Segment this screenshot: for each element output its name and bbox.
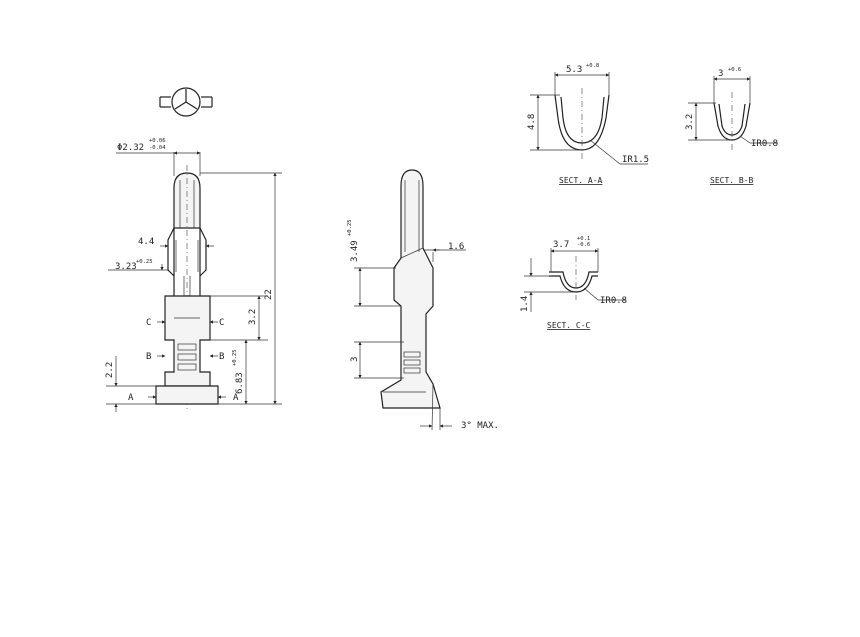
dim-3: 3 [350,357,360,362]
dim-6-83: 6.83 [235,372,245,394]
dim-3-49-tol: +0.25 [347,219,353,236]
dim-3-2: 3.2 [248,309,258,325]
dim-2-2: 2.2 [105,362,115,378]
cut-c-left: C [146,318,151,328]
cut-a-left: A [128,393,134,403]
dim-4-4: 4.4 [138,237,154,247]
cut-c-right: C [219,318,224,328]
section-a-a: 5.3 +0.8 4.8 IR1.5 SECT. A-A [527,63,649,185]
sect-cc-width: 3.7 [553,240,569,250]
dim-3-23-tol: +0.25 [136,259,153,265]
dim-22: 22 [264,289,274,300]
sect-bb-height: 3.2 [685,114,695,130]
sect-cc-title: SECT. C-C [547,321,591,330]
section-b-b: 3 +0.6 3.2 IR0.8 SECT. B-B [685,67,778,185]
sect-cc-height: 1.4 [520,296,530,312]
dim-6-83-tol: +0.25 [232,349,238,366]
side-view: 3.49 +0.25 1.6 3 3° MAX. [347,169,499,431]
sect-aa-radius: IR1.5 [622,155,649,165]
sect-aa-width: 5.3 [566,65,582,75]
sect-bb-width-tol: +0.6 [728,67,741,73]
diameter-tol-upper: +0.06 [149,138,166,144]
section-c-c: 3.7 +0.1 -0.6 1.4 IR0.8 SECT. C-C [520,236,627,330]
cut-b-right: B [219,352,224,362]
dim-3-23: 3.23 [115,262,137,272]
sect-bb-radius: IR0.8 [751,139,778,149]
diameter-tol-lower: -0.04 [149,145,166,151]
diameter-label: Φ2.32 [117,143,144,153]
angle-label: 3° MAX. [461,421,499,431]
cut-a-right: A [233,393,239,403]
sect-aa-title: SECT. A-A [559,176,603,185]
sect-aa-width-tol: +0.8 [586,63,599,69]
cut-b-left: B [146,352,151,362]
dim-1-6: 1.6 [448,242,464,252]
sect-bb-width: 3 [718,69,723,79]
sect-aa-height: 4.8 [527,114,537,130]
sect-cc-width-tol-lower: -0.6 [577,242,590,248]
sect-cc-width-tol-upper: +0.1 [577,236,590,242]
sect-cc-radius: IR0.8 [600,296,627,306]
sect-bb-title: SECT. B-B [710,176,754,185]
front-view: Φ2.32 +0.06 -0.04 4.4 3.23 +0.25 [105,138,282,412]
dim-3-49: 3.49 [350,240,360,262]
end-view [159,87,213,117]
